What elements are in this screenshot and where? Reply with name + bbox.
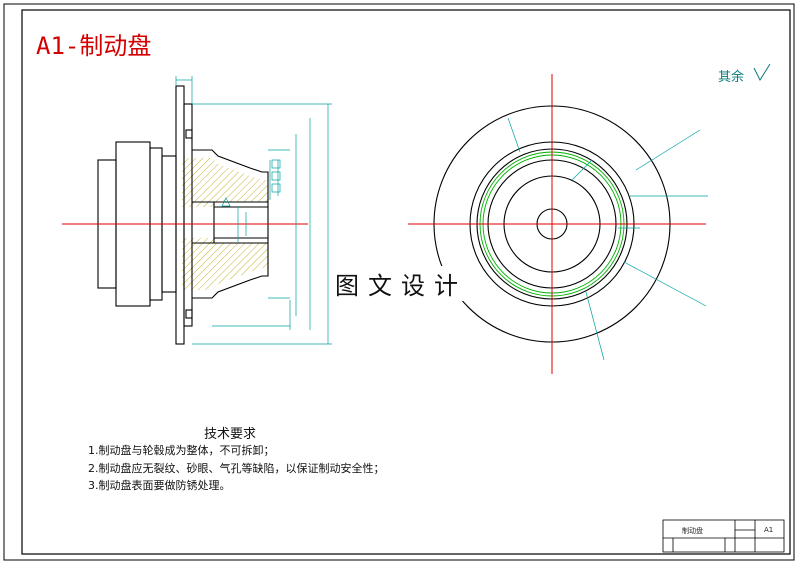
- tech-requirements-heading: 技术要求: [204, 427, 257, 442]
- tech-requirement-item: 3.制动盘表面要做防锈处理。: [88, 479, 231, 492]
- title-block-part-name: 制动盘: [682, 527, 703, 535]
- inner-border: [21, 9, 791, 555]
- outer-border: [3, 3, 795, 561]
- front-view-leaders: [507, 117, 708, 361]
- roughness-note: 其余: [718, 70, 745, 85]
- tech-requirement-item: 1.制动盘与轮毂成为整体，不可拆卸；: [88, 444, 275, 457]
- roughness-symbol: [753, 63, 771, 82]
- drawing-title: A1-制动盘: [36, 32, 152, 60]
- title-block: [662, 519, 785, 553]
- title-block-drawing-no: A1: [764, 526, 774, 534]
- watermark-text: 图文设计: [331, 266, 471, 301]
- tech-requirements-list: 1.制动盘与轮毂成为整体，不可拆卸； 2.制动盘应无裂纹、砂眼、气孔等缺陷，以保…: [88, 442, 385, 495]
- tech-requirement-item: 2.制动盘应无裂纹、砂眼、气孔等缺陷，以保证制动安全性；: [88, 461, 385, 475]
- section-hatch: [182, 158, 268, 290]
- side-section-view: [97, 85, 269, 345]
- side-view-dimensions: [175, 76, 332, 345]
